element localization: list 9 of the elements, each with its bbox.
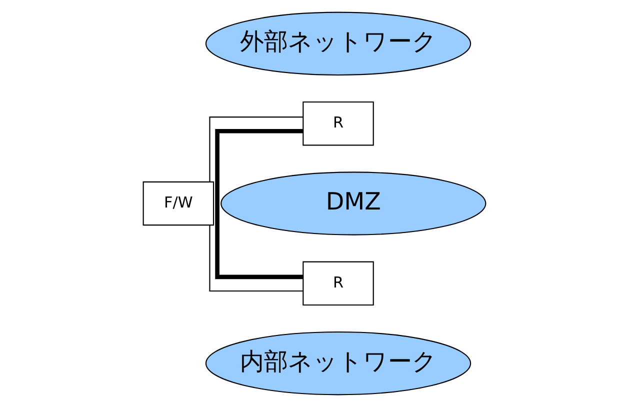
node-box: F/W [142,181,214,226]
connector [208,225,303,292]
node-ellipse: 外部ネットワーク [204,12,471,76]
connector [214,128,302,280]
node-ellipse: DMZ [220,172,486,236]
connector [208,116,303,182]
node-box: R [302,101,374,146]
node-ellipse: 内部ネットワーク [204,331,471,396]
node-box: R [302,261,374,306]
